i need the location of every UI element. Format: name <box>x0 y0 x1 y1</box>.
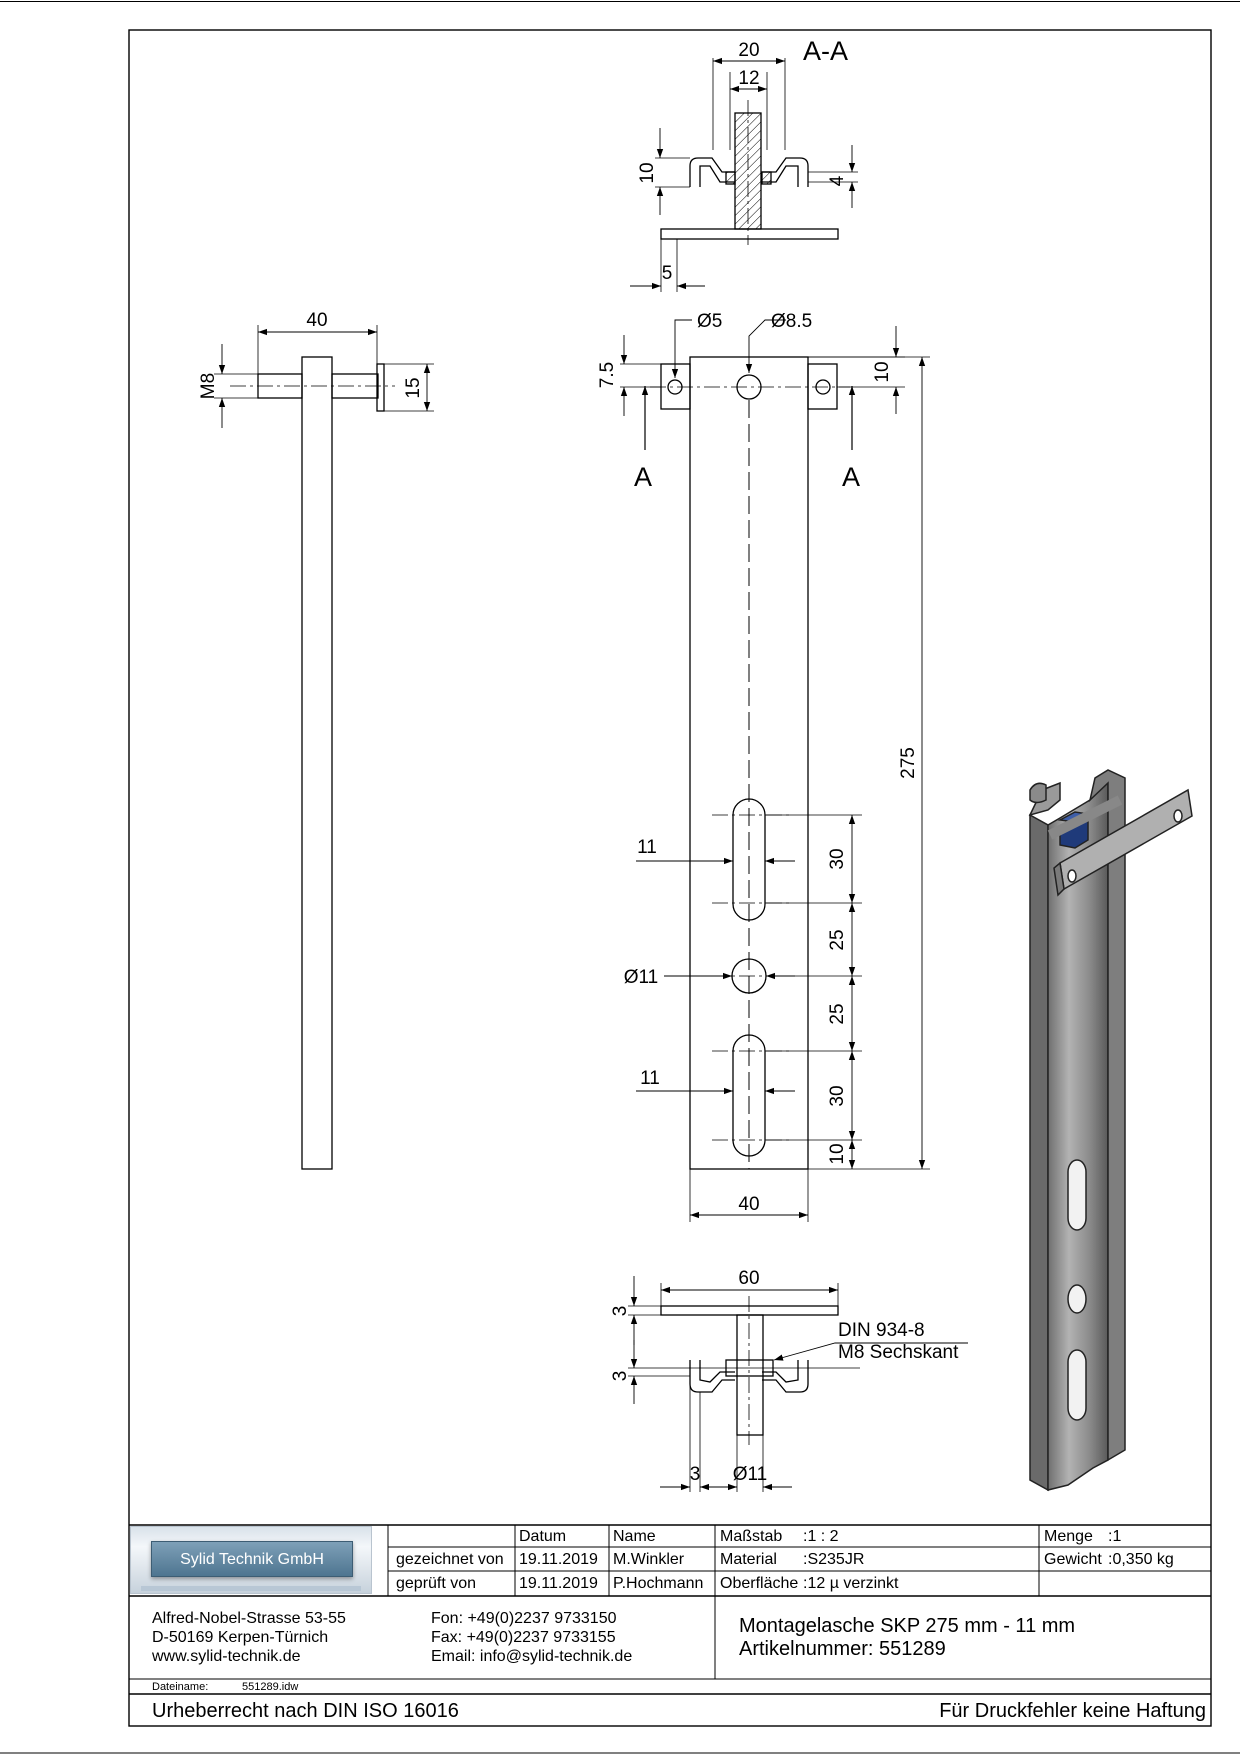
dim-nut-thickness: 3 <box>610 1371 631 1382</box>
date-checked: 19.11.2019 <box>519 1575 598 1592</box>
dim-offset: 7.5 <box>597 362 618 388</box>
weight-label: Gewicht <box>1044 1551 1102 1568</box>
dim-slot-width-lower: 11 <box>640 1068 660 1089</box>
dim-hole-mid: Ø8.5 <box>771 311 812 332</box>
section-mark-left: A <box>634 462 652 492</box>
col-header-date: Datum <box>519 1528 567 1545</box>
section-mark-right: A <box>842 462 860 492</box>
material-value: :S235JR <box>803 1551 865 1568</box>
dim-bolt: Ø11 <box>733 1464 768 1485</box>
name-drawn: M.Winkler <box>613 1551 685 1568</box>
quantity-value: :1 <box>1108 1528 1122 1545</box>
dim-section-width: 20 <box>738 40 759 61</box>
disclaimer: Für Druckfehler keine Haftung <box>939 1700 1206 1722</box>
date-drawn: 19.11.2019 <box>519 1551 598 1568</box>
row-label-drawn: gezeichnet von <box>396 1551 504 1568</box>
weight-value: :0,350 kg <box>1108 1551 1174 1568</box>
dim-hole-center: Ø11 <box>624 967 659 988</box>
scale-value: :1 : 2 <box>803 1528 839 1545</box>
address-line-1: Alfred-Nobel-Strasse 53-55 <box>152 1610 346 1627</box>
dim-front-width: 40 <box>738 1194 759 1215</box>
dim-slot-length-upper: 30 <box>827 848 848 869</box>
dim-wall: 3 <box>690 1464 701 1485</box>
name-checked: P.Hochmann <box>613 1575 704 1592</box>
dim-slot-width-upper: 11 <box>637 837 657 858</box>
material-label: Material <box>720 1551 777 1568</box>
dim-section-step: 4 <box>827 175 848 186</box>
isometric-illustration <box>1028 769 1193 1492</box>
filename-value: 551289.idw <box>242 1681 299 1693</box>
company-logo-underbar <box>141 1586 361 1591</box>
surface-label: Oberfläche <box>720 1575 799 1592</box>
dim-gap-2: 25 <box>827 1003 848 1024</box>
fax: Fax: +49(0)2237 9733155 <box>431 1629 616 1646</box>
dim-side-thread: M8 <box>198 373 219 399</box>
section-title: A-A <box>803 36 848 66</box>
dim-section-inner: 12 <box>738 68 759 89</box>
filename-label: Dateiname: <box>152 1681 209 1693</box>
nut-spec-line-2: M8 Sechskant <box>838 1342 959 1363</box>
nut-spec-line-1: DIN 934-8 <box>838 1320 925 1341</box>
company-name: Sylid Technik GmbH <box>180 1551 324 1568</box>
website: www.sylid-technik.de <box>152 1648 301 1665</box>
dim-slot-length-lower: 30 <box>827 1085 848 1106</box>
company-logo-plate: Sylid Technik GmbH <box>151 1541 353 1577</box>
email: Email: info@sylid-technik.de <box>431 1648 633 1665</box>
dim-section-height: 10 <box>637 162 658 183</box>
dim-hole-small: Ø5 <box>697 311 722 332</box>
dim-side-plate: 15 <box>403 377 424 398</box>
scale-label: Maßstab <box>720 1528 783 1545</box>
row-label-checked: geprüft von <box>396 1575 477 1592</box>
dim-top: 10 <box>872 361 893 382</box>
quantity-label: Menge <box>1044 1528 1093 1545</box>
front-view <box>620 319 930 1222</box>
section-view-a-a <box>630 57 858 292</box>
dim-side-length: 40 <box>306 310 327 331</box>
surface-value: :12 µ verzinkt <box>803 1575 899 1592</box>
dim-bottom: 10 <box>827 1143 848 1164</box>
phone: Fon: +49(0)2237 9733150 <box>431 1610 617 1627</box>
dim-plate-thickness: 3 <box>610 1306 631 1317</box>
company-logo: Sylid Technik GmbH <box>130 1526 372 1594</box>
part-number: Artikelnummer: 551289 <box>739 1638 946 1660</box>
side-view <box>214 325 434 1170</box>
title-block-grid <box>129 1524 1211 1695</box>
col-header-name: Name <box>613 1528 656 1545</box>
part-title: Montagelasche SKP 275 mm - 11 mm <box>739 1615 1076 1637</box>
dim-total-length: 275 <box>898 747 919 779</box>
dim-gap-1: 25 <box>827 929 848 950</box>
copyright-notice: Urheberrecht nach DIN ISO 16016 <box>152 1700 459 1722</box>
address-line-2: D-50169 Kerpen-Türnich <box>152 1629 329 1646</box>
dim-section-edge: 5 <box>662 263 673 284</box>
bottom-view <box>628 1276 968 1492</box>
dim-plate-length: 60 <box>738 1268 759 1289</box>
